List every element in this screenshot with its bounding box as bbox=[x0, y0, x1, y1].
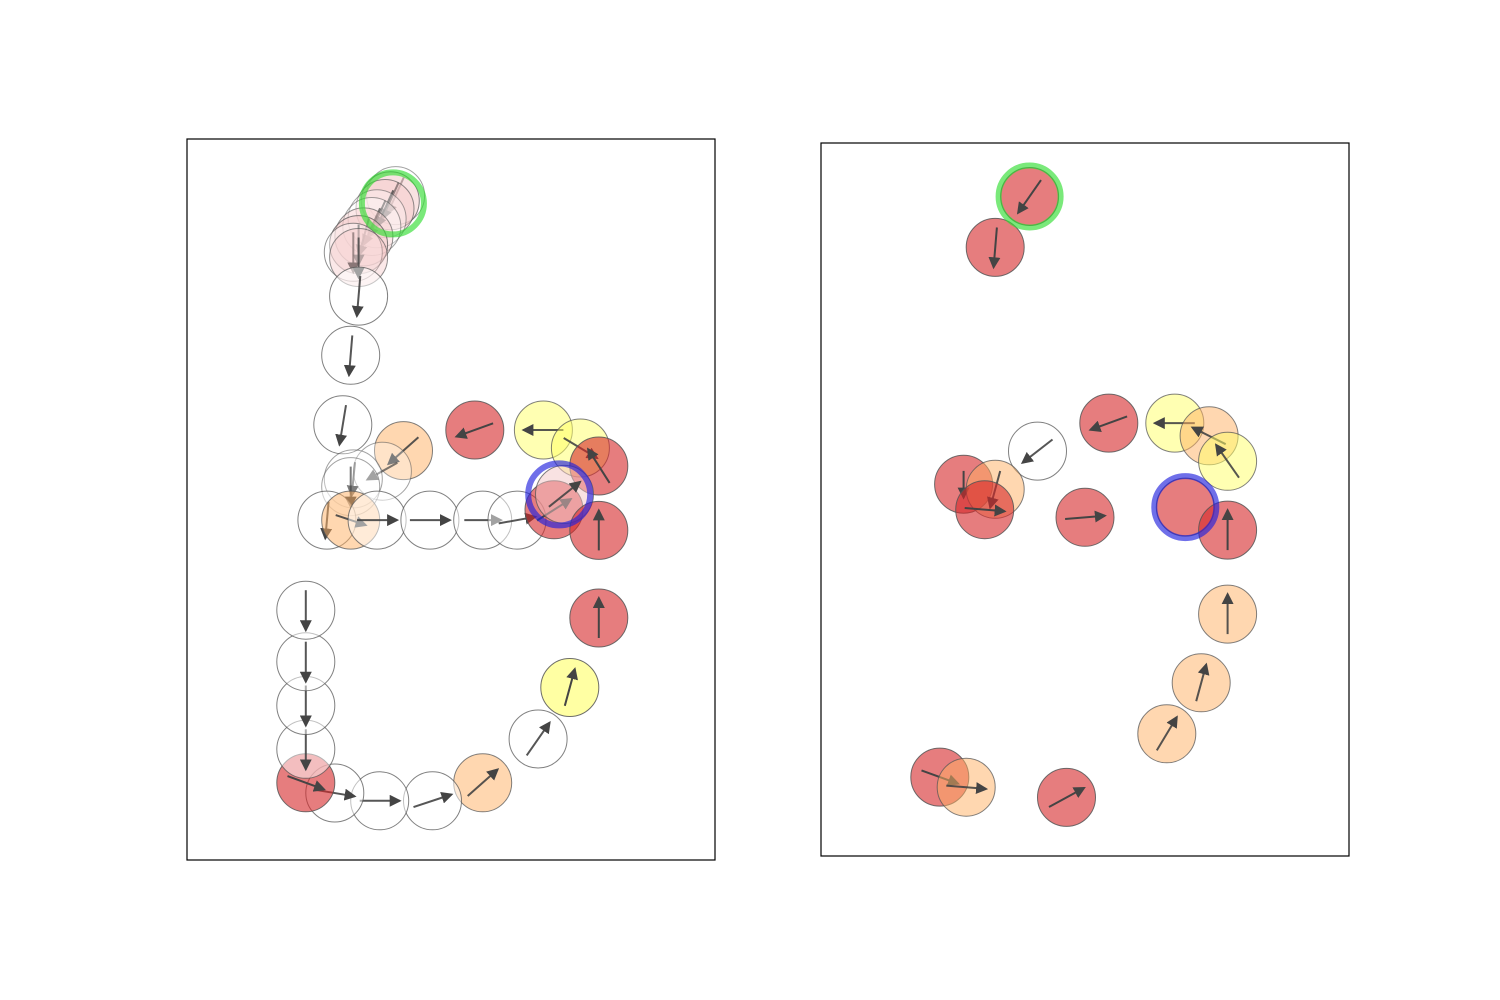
left-heading-arrow bbox=[287, 775, 326, 792]
left-heading-arrow bbox=[587, 447, 611, 484]
left-start-marker-ring bbox=[358, 169, 427, 238]
right-data-point-14 bbox=[1198, 584, 1258, 644]
right-heading-arrow bbox=[1214, 443, 1240, 479]
left-heading-arrow bbox=[380, 182, 400, 221]
right-axes-frame bbox=[820, 142, 1350, 857]
right-data-point-2 bbox=[965, 217, 1025, 277]
left-data-point-32 bbox=[508, 709, 568, 769]
right-heading-arrow bbox=[1065, 510, 1107, 523]
left-plot-marks bbox=[276, 166, 629, 831]
left-heading-arrow bbox=[525, 720, 551, 756]
right-heading-arrow bbox=[1195, 662, 1210, 702]
left-data-point-34 bbox=[403, 771, 462, 831]
right-data-point-10 bbox=[955, 480, 1015, 540]
right-heading-arrow bbox=[988, 227, 1001, 270]
right-data-point-7 bbox=[1198, 431, 1258, 491]
left-axes-frame bbox=[186, 138, 716, 861]
right-plot-panel bbox=[820, 142, 1350, 857]
right-heading-arrow bbox=[946, 782, 989, 795]
left-data-point-41 bbox=[276, 580, 336, 640]
right-data-point-4 bbox=[1079, 393, 1139, 453]
left-data-point-29 bbox=[569, 500, 629, 560]
right-start-marker-ring bbox=[995, 162, 1064, 231]
right-plot-marks bbox=[910, 162, 1258, 827]
left-heading-arrow bbox=[548, 480, 582, 508]
right-data-point-16 bbox=[1137, 704, 1197, 764]
right-heading-arrow bbox=[1048, 786, 1086, 808]
left-heading-arrow bbox=[365, 461, 398, 481]
right-end-marker-ring bbox=[1151, 473, 1220, 542]
left-data-point-19 bbox=[347, 490, 407, 550]
right-heading-arrow bbox=[964, 504, 1007, 517]
left-plot-panel bbox=[186, 138, 716, 861]
left-data-point-40 bbox=[276, 632, 336, 692]
right-heading-arrow bbox=[1016, 179, 1042, 215]
left-data-point-10 bbox=[329, 266, 389, 326]
right-data-point-3 bbox=[1008, 421, 1067, 481]
left-heading-arrow bbox=[454, 422, 494, 439]
left-data-point-38 bbox=[276, 719, 336, 779]
left-data-point-23 bbox=[445, 400, 505, 460]
left-heading-arrow bbox=[351, 276, 364, 318]
left-heading-arrow bbox=[413, 791, 454, 809]
left-data-point-12 bbox=[313, 395, 373, 455]
left-heading-arrow bbox=[563, 667, 578, 707]
right-data-point-19 bbox=[936, 757, 996, 817]
left-data-point-11 bbox=[321, 325, 381, 385]
right-heading-arrow bbox=[1155, 715, 1178, 751]
left-heading-arrow bbox=[375, 189, 395, 229]
left-end-marker-ring bbox=[525, 460, 594, 529]
left-data-point-31 bbox=[540, 658, 600, 717]
right-data-point-15 bbox=[1171, 653, 1231, 713]
left-data-point-30 bbox=[569, 588, 629, 648]
right-heading-arrow bbox=[1020, 438, 1054, 465]
right-data-point-11 bbox=[1055, 487, 1115, 547]
right-heading-arrow bbox=[1088, 415, 1128, 433]
left-heading-arrow bbox=[346, 462, 359, 498]
left-heading-arrow bbox=[467, 768, 500, 797]
right-data-point-17 bbox=[1037, 767, 1096, 827]
left-data-point-33 bbox=[453, 753, 513, 813]
left-data-point-20 bbox=[400, 490, 460, 550]
left-heading-arrow bbox=[335, 404, 348, 447]
left-heading-arrow bbox=[343, 335, 356, 378]
